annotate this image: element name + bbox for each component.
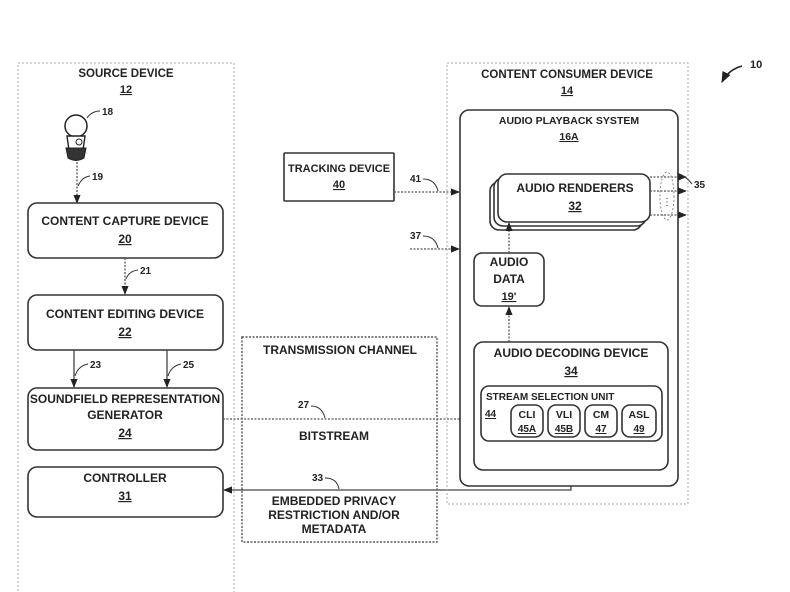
ellipsis-icon: ⋮ — [662, 197, 672, 208]
source-device-title: SOURCE DEVICE — [78, 68, 174, 80]
audio-data-ref: 19' — [502, 291, 517, 303]
audio-data-label-2: DATA — [493, 272, 525, 286]
input-37-ref: 37 — [410, 231, 422, 242]
content-consumer-ref: 14 — [561, 85, 574, 97]
source-device-ref: 12 — [120, 84, 132, 96]
module-cli-label: CLI — [519, 409, 536, 421]
leader-35 — [676, 172, 693, 185]
tracking-device-ref: 40 — [333, 179, 345, 191]
soundfield-generator-ref: 24 — [118, 426, 132, 440]
audio-renderers-ref: 32 — [568, 199, 582, 213]
leader-27 — [310, 405, 326, 419]
content-consumer-device-container — [446, 62, 689, 505]
content-capture-ref: 20 — [118, 232, 132, 246]
controller-box[interactable] — [27, 466, 224, 518]
capture-to-edit-ref: 21 — [140, 266, 152, 277]
module-cli-ref: 45A — [518, 424, 536, 435]
source-device-container — [17, 62, 235, 592]
module-cli[interactable]: CLI 45A — [510, 404, 544, 438]
controller-ref: 31 — [118, 489, 132, 503]
module-vli[interactable]: VLI 45B — [547, 404, 581, 438]
audio-playback-title: AUDIO PLAYBACK SYSTEM — [499, 115, 639, 127]
soundfield-generator-label-1: SOUNDFIELD REPRESENTATION — [30, 392, 220, 406]
audio-renderers-box[interactable] — [497, 173, 651, 223]
tracking-device-box[interactable] — [283, 152, 395, 202]
edit-arrow-left-ref: 23 — [90, 360, 102, 371]
edit-arrow-right-ref: 25 — [183, 360, 195, 371]
leader-19 — [77, 175, 91, 187]
module-vli-label: VLI — [556, 409, 572, 421]
module-vli-ref: 45B — [555, 424, 573, 435]
content-consumer-title: CONTENT CONSUMER DEVICE — [481, 69, 653, 81]
audio-data-label-1: AUDIO — [490, 255, 529, 269]
renderer-outputs-group — [659, 171, 675, 221]
content-editing-ref: 22 — [118, 325, 132, 339]
leader-25 — [167, 363, 182, 377]
bitstream-ref: 27 — [298, 400, 310, 411]
audio-playback-ref: 16A — [559, 131, 579, 143]
renderer-outputs-ref: 35 — [694, 180, 706, 191]
audio-decoding-label: AUDIO DECODING DEVICE — [494, 346, 649, 360]
leader-37 — [422, 235, 439, 249]
module-asl-label: ASL — [629, 409, 651, 421]
module-cm[interactable]: CM 47 — [584, 404, 618, 438]
content-capture-device-box[interactable] — [27, 202, 224, 259]
content-capture-label: CONTENT CAPTURE DEVICE — [41, 214, 208, 228]
metadata-ref: 33 — [312, 473, 324, 484]
audio-renderers-label: AUDIO RENDERERS — [516, 181, 633, 195]
content-editing-label: CONTENT EDITING DEVICE — [46, 307, 204, 321]
audio-decoding-ref: 34 — [564, 364, 578, 378]
metadata-label-1: EMBEDDED PRIVACY — [272, 494, 396, 508]
microphone-ref: 18 — [102, 107, 114, 118]
leader-33 — [324, 477, 340, 490]
module-cm-label: CM — [593, 409, 610, 421]
leader-21 — [125, 269, 139, 280]
stream-selection-label: STREAM SELECTION UNIT — [486, 392, 614, 403]
transmission-channel-title: TRANSMISSION CHANNEL — [263, 343, 417, 357]
leader-23 — [74, 363, 89, 377]
stream-selection-ref: 44 — [485, 409, 497, 420]
figure-ref-arrow — [721, 65, 743, 84]
tracking-arrow-ref: 41 — [410, 174, 422, 185]
module-asl[interactable]: ASL 49 — [621, 404, 657, 438]
transmission-channel-container — [241, 336, 438, 543]
soundfield-generator-label-2: GENERATOR — [87, 408, 163, 422]
leader-18 — [86, 110, 101, 119]
mic-arrow-ref: 19 — [92, 172, 104, 183]
leader-41 — [422, 178, 439, 192]
microphone-icon — [64, 114, 88, 161]
bitstream-label: BITSTREAM — [299, 429, 369, 443]
module-asl-ref: 49 — [633, 424, 645, 435]
metadata-label-3: METADATA — [302, 522, 367, 536]
controller-label: CONTROLLER — [83, 471, 167, 485]
figure-ref: 10 — [750, 59, 762, 71]
metadata-label-2: RESTRICTION AND/OR — [268, 508, 400, 522]
module-cm-ref: 47 — [595, 424, 607, 435]
tracking-device-label: TRACKING DEVICE — [288, 163, 390, 175]
content-editing-device-box[interactable] — [27, 294, 224, 351]
